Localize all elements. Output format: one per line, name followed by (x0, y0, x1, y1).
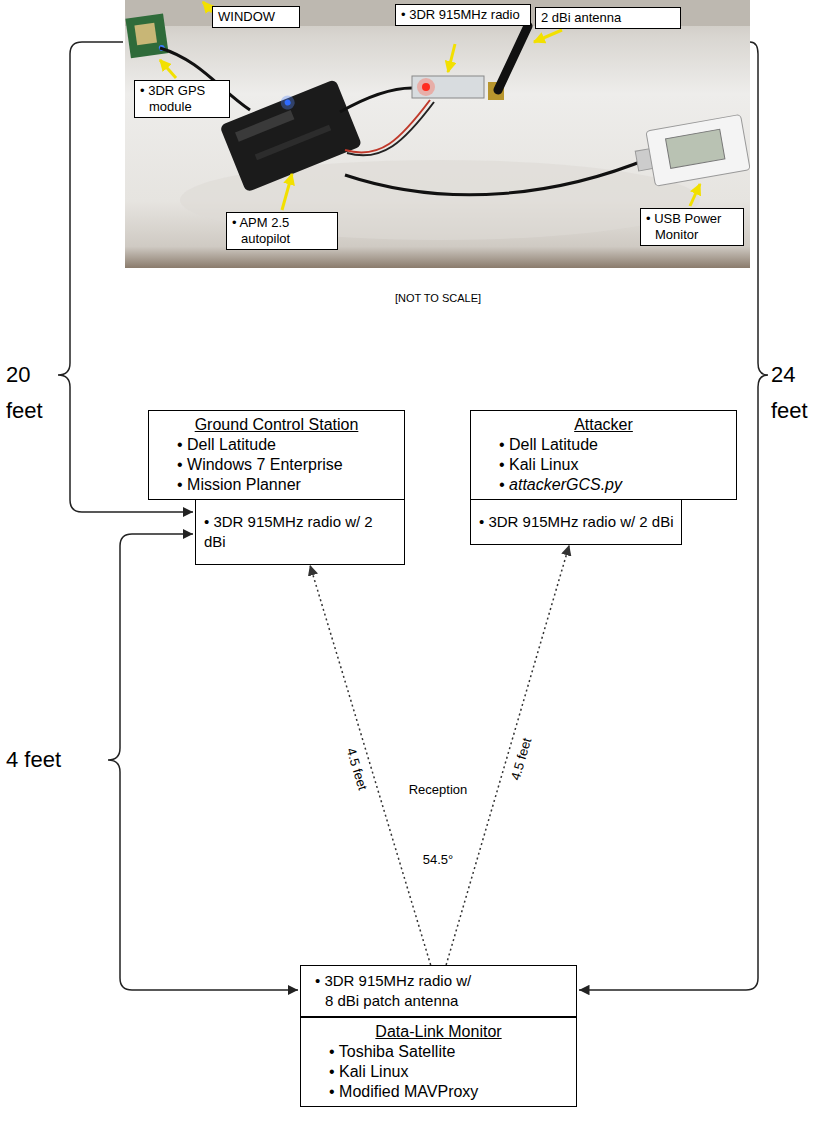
callout-box: • 3DR 915MHz radio (395, 4, 531, 26)
photo-background (125, 0, 750, 268)
autopilot-detail (255, 125, 331, 161)
autopilot-label (235, 110, 294, 142)
callout-box: 2 dBi antenna (535, 7, 681, 29)
gps-antenna (134, 23, 157, 46)
station-box: Ground Control Station• Dell Latitude• W… (148, 410, 405, 500)
dimension-label: 24 feet (771, 357, 813, 429)
reception-link (446, 545, 569, 965)
distance-label: 4.5 feet (343, 744, 371, 794)
leader-arrow (448, 44, 455, 72)
angle-label: 54.5° (398, 852, 478, 868)
box-text: • Toshiba Satellite (307, 1042, 570, 1062)
callout-arrows (160, 2, 700, 210)
box-text: • Kali Linux (307, 1062, 570, 1082)
box-text: • 3DR 915MHz radio w/ 8 dBi patch antenn… (325, 971, 480, 1011)
led-glow (279, 93, 297, 111)
box-text: • 3DR 915MHz radio w/ 2 dBi (204, 512, 398, 552)
radio-box: • 3DR 915MHz radio w/ 2 dBi (195, 499, 405, 565)
box-text: • 3DR 915MHz radio (410, 7, 525, 23)
box-text: • Mission Planner (155, 475, 398, 495)
box-text: • 3DR GPS module (149, 83, 224, 115)
bracket (108, 534, 298, 990)
box-text: • attackerGCS.py (477, 475, 730, 495)
box-text: 2 dBi antenna (550, 10, 675, 26)
distance-label: 4.5 feet (507, 734, 535, 784)
wire (345, 100, 430, 153)
wire (347, 102, 434, 155)
box-text: • USB Power Monitor (655, 211, 738, 243)
radio-box: • 3DR 915MHz radio w/ 2 dBi (470, 499, 682, 545)
radio-box: • 3DR 915MHz radio w/ 8 dBi patch antenn… (300, 965, 577, 1017)
box-heading: Attacker (477, 415, 730, 435)
box-text: • APM 2.5 autopilot (241, 215, 332, 247)
station-box: Data-Link Monitor• Toshiba Satellite• Ka… (300, 1017, 577, 1107)
usb-cable (345, 158, 650, 195)
radio-led (422, 83, 430, 91)
note-label: [NOT TO SCALE] (338, 291, 538, 305)
box-heading: Data-Link Monitor (307, 1022, 570, 1042)
gps-board (125, 13, 168, 58)
box-text: • Dell Latitude (477, 435, 730, 455)
box-text: • Windows 7 Enterprise (155, 455, 398, 475)
led-glow (417, 78, 435, 96)
callout-box: • USB Power Monitor (640, 208, 744, 246)
callout-box: • APM 2.5 autopilot (226, 212, 338, 250)
reception-label: Reception (388, 782, 488, 798)
usb-power-monitor (632, 114, 750, 188)
dimension-label: 4 feet (6, 742, 96, 778)
radio-module (412, 76, 484, 98)
box-heading: Ground Control Station (155, 415, 398, 435)
leader-arrow (160, 60, 176, 78)
dimension-brackets (58, 42, 768, 990)
box-text: • Dell Latitude (155, 435, 398, 455)
callout-box: WINDOW (212, 6, 300, 28)
monitor-lcd (666, 129, 725, 168)
autopilot-led (284, 99, 292, 107)
photo (125, 0, 750, 268)
station-box: Attacker• Dell Latitude• Kali Linux• att… (470, 410, 737, 500)
monitor-case (646, 114, 750, 186)
box-text: WINDOW (227, 9, 294, 25)
leader-arrow (203, 2, 212, 12)
cable (340, 88, 412, 112)
antenna (498, 26, 528, 90)
box-text: • 3DR 915MHz radio w/ 2 dBi (479, 512, 675, 532)
box-text: • Kali Linux (477, 455, 730, 475)
leader-arrow (282, 174, 292, 210)
box-text: • Modified MAVProxy (307, 1082, 570, 1102)
leader-arrow (534, 30, 562, 42)
gps-module (125, 13, 168, 58)
reception-link (310, 565, 431, 965)
dimension-label: 20 feet (6, 357, 54, 429)
leader-arrow (690, 184, 700, 206)
callout-box: • 3DR GPS module (134, 80, 230, 118)
